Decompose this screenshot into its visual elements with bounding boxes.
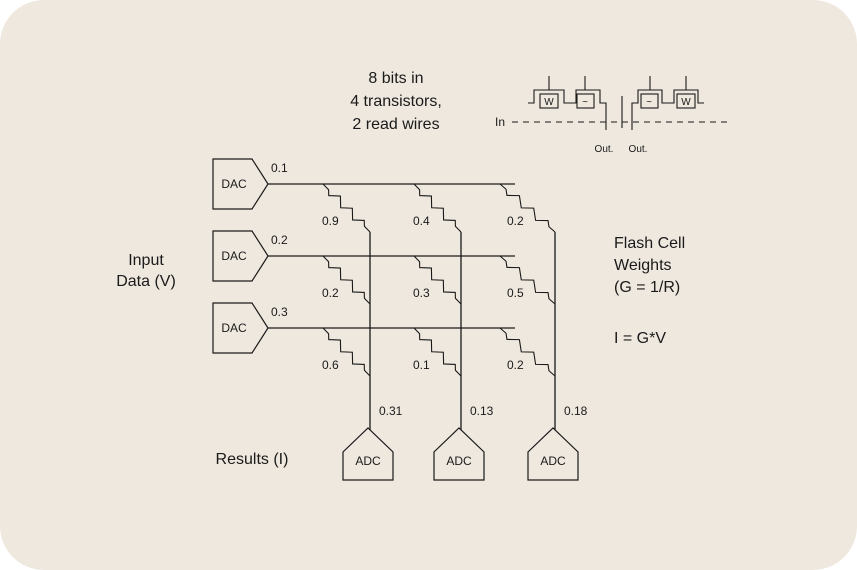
transistor-gate-tilde-left xyxy=(570,89,607,130)
dac-label: DAC xyxy=(221,177,247,191)
input-value: 0.3 xyxy=(271,305,288,319)
adc-box xyxy=(433,427,485,481)
formula: I = G*V xyxy=(614,330,666,347)
input-value: 0.1 xyxy=(271,161,288,175)
dac-label: DAC xyxy=(221,249,247,263)
input-label-line-1: Input xyxy=(128,252,164,269)
adc-box xyxy=(527,427,579,481)
resistor xyxy=(322,183,371,233)
transistor-inset: In W ~ ~ W Out. Out. xyxy=(495,76,728,155)
weight-value: 0.4 xyxy=(413,214,430,228)
weight-value: 0.6 xyxy=(322,358,339,372)
weights-label-line-2: Weights xyxy=(614,257,672,274)
weight-label: W xyxy=(544,97,554,108)
resistor xyxy=(499,327,556,377)
weight-value: 0.9 xyxy=(322,214,339,228)
transistor-body xyxy=(676,93,696,109)
out-left-label: Out. xyxy=(595,144,614,155)
heading-line-1: 8 bits in xyxy=(368,70,423,87)
weights-label-line-3: (G = 1/R) xyxy=(614,279,680,296)
out-right-label: Out. xyxy=(629,144,648,155)
weight-label: W xyxy=(681,97,691,108)
resistor xyxy=(322,327,371,377)
dac-box xyxy=(212,302,269,354)
transistor-body xyxy=(539,93,559,109)
output-value: 0.13 xyxy=(470,404,494,418)
transistor-gate-tilde-right xyxy=(631,89,668,130)
dac-label: DAC xyxy=(221,321,247,335)
weight-value: 0.5 xyxy=(507,286,524,300)
resistor xyxy=(499,255,556,305)
weights-label-line-1: Flash Cell xyxy=(614,235,685,252)
tilde-label: ~ xyxy=(582,97,588,108)
heading: 8 bits in 4 transistors, 2 read wires xyxy=(350,70,442,133)
resistor xyxy=(413,327,462,377)
resistor xyxy=(413,183,462,233)
heading-line-2: 4 transistors, xyxy=(350,93,442,110)
weight-value: 0.2 xyxy=(507,358,524,372)
inset-in-label: In xyxy=(495,115,505,129)
adc-label: ADC xyxy=(355,454,381,468)
resistor xyxy=(499,183,556,233)
input-label-line-2: Data (V) xyxy=(116,273,176,290)
tilde-label: ~ xyxy=(646,97,652,108)
results-label: Results (I) xyxy=(216,451,289,468)
heading-line-3: 2 read wires xyxy=(352,116,439,133)
resistor xyxy=(322,255,371,305)
weight-value: 0.2 xyxy=(322,286,339,300)
weight-value: 0.2 xyxy=(507,214,524,228)
input-value: 0.2 xyxy=(271,233,288,247)
adc-label: ADC xyxy=(540,454,566,468)
dac-box xyxy=(212,158,269,210)
adc-label: ADC xyxy=(446,454,472,468)
output-value: 0.31 xyxy=(379,404,403,418)
resistor xyxy=(413,255,462,305)
weight-value: 0.3 xyxy=(413,286,430,300)
adc-box xyxy=(342,427,394,481)
dac-box xyxy=(212,230,269,282)
weight-value: 0.1 xyxy=(413,358,430,372)
output-value: 0.18 xyxy=(564,404,588,418)
transistor-body xyxy=(640,93,659,109)
transistor-body xyxy=(576,93,595,109)
